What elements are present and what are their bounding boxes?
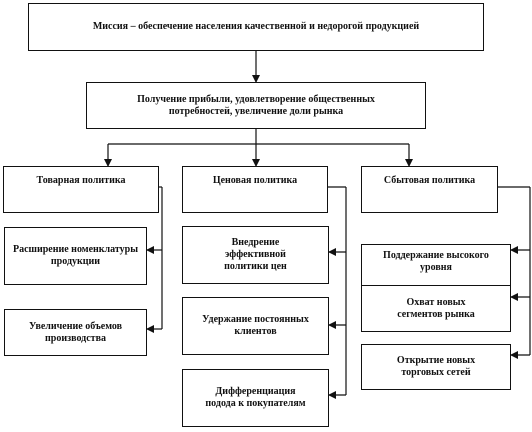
goals-box: Получение прибыли, удовлетворение общест…: [86, 82, 426, 129]
sales-item-box: Охват новых сегментов рынка: [361, 285, 511, 332]
price-policy-box: Ценовая политика: [182, 166, 328, 213]
mission-text: Миссия – обеспечение населения качествен…: [92, 21, 420, 32]
product-item-text: Расширение номенклатуры продукции: [12, 244, 139, 267]
price-item-box: Удержание постоянных клиентов: [182, 297, 329, 355]
product-item-text: Увеличение объемов производства: [28, 320, 123, 344]
goals-text: Получение прибыли, удовлетворение общест…: [137, 93, 375, 117]
product-item-box: Увеличение объемов производства: [4, 309, 147, 356]
mission-box: Миссия – обеспечение населения качествен…: [28, 3, 484, 51]
product-policy-title: Товарная политика: [36, 175, 126, 186]
sales-policy-box: Сбытовая политика: [361, 166, 498, 213]
sales-item-box: Поддержание высокого уровня: [361, 244, 511, 286]
sales-item-box: Открытие новых торговых сетей: [361, 344, 511, 390]
product-policy-box: Товарная политика: [3, 166, 159, 213]
sales-policy-title: Сбытовая политика: [383, 175, 476, 186]
price-item-box: Внедрение эффективной политики цен: [182, 226, 329, 284]
price-item-text: Удержание постоянных клиентов: [202, 314, 309, 337]
price-policy-title: Ценовая политика: [212, 175, 298, 186]
price-item-text: Дифференциация подода к покупателям: [205, 386, 306, 409]
sales-item-text: Открытие новых торговых сетей: [396, 355, 476, 378]
sales-item-text: Охват новых сегментов рынка: [397, 296, 475, 320]
product-item-box: Расширение номенклатуры продукции: [4, 227, 147, 285]
price-item-text: Внедрение эффективной политики цен: [224, 237, 287, 272]
price-item-box: Дифференциация подода к покупателям: [182, 369, 329, 427]
sales-item-text: Поддержание высокого уровня: [383, 250, 489, 273]
